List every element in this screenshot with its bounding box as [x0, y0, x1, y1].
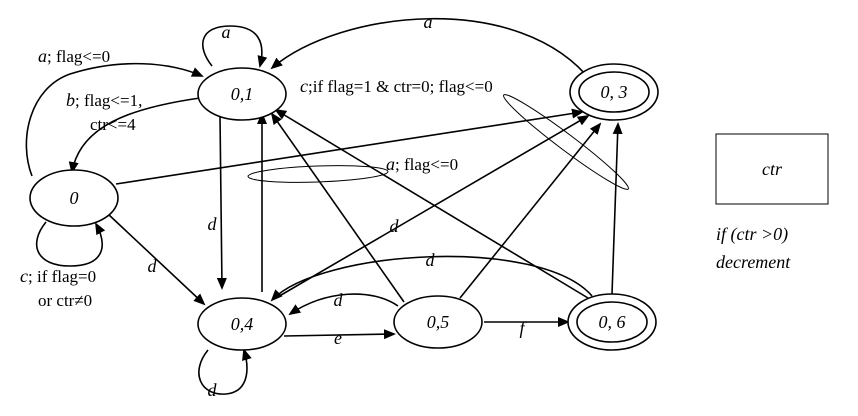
edge-05-to-03 — [459, 122, 602, 299]
state-0[interactable]: 0 — [29, 169, 119, 227]
label-05-to-06: f — [519, 318, 527, 338]
edge-loop-04 — [198, 348, 252, 395]
edge-03-to-01 — [270, 17, 593, 83]
label-loop-0-line2: or ctr≠0 — [38, 291, 92, 310]
state-0-label: 0 — [70, 188, 79, 208]
label-01-to-0-line2: ctr<=4 — [90, 115, 136, 134]
label-06-to-04: d — [426, 250, 436, 270]
edge-04-to-05 — [283, 329, 396, 340]
label-01-to-04: d — [208, 214, 218, 234]
edge-06-to-03 — [611, 122, 623, 295]
label-04-to-03: d — [390, 216, 400, 236]
state-01-label: 0,1 — [231, 84, 254, 104]
counter-rule-line1: if (ctr >0) — [716, 224, 788, 245]
counter-rule-line2: decrement — [716, 252, 791, 272]
state-04[interactable]: 0,4 — [197, 297, 287, 351]
edge-05-to-04 — [288, 293, 399, 316]
state-06-label: 0, 6 — [599, 312, 626, 332]
label-03-to-01: a — [424, 12, 433, 32]
edge-loop-0 — [36, 221, 106, 267]
edge-0-to-03 — [115, 108, 584, 185]
edge-01-to-04 — [216, 115, 227, 290]
state-06[interactable]: 0, 6 — [567, 293, 657, 351]
edge-06-to-04 — [270, 255, 593, 302]
state-04-label: 0,4 — [231, 314, 254, 334]
label-01-to-0: b; flag<=1, — [66, 90, 142, 110]
annotation-ellipse-diagonal — [503, 94, 629, 190]
state-05[interactable]: 0,5 — [393, 295, 483, 349]
label-0-to-04: d — [148, 256, 158, 276]
state-01[interactable]: 0,1 — [197, 67, 287, 121]
label-05-to-04: d — [334, 290, 344, 310]
state-03[interactable]: 0, 3 — [569, 63, 659, 121]
annotation-ellipse-horizontal — [247, 165, 389, 183]
label-c-condition: c;if flag=1 & ctr=0; flag<=0 — [300, 76, 493, 96]
edge-0-to-04 — [107, 213, 206, 306]
label-loop-04: d — [208, 380, 218, 400]
label-loop-0: c; if flag=0 — [20, 266, 96, 286]
counter-box: ctr — [715, 133, 829, 205]
counter-label: ctr — [762, 159, 783, 179]
edge-05-to-01 — [270, 112, 405, 303]
state-03-label: 0, 3 — [601, 82, 628, 102]
label-04-to-05: e — [334, 328, 342, 348]
edge-04-to-03 — [275, 114, 590, 299]
label-loop-01: a — [222, 22, 231, 42]
edge-loop-01 — [202, 25, 268, 68]
edge-01-to-0 — [68, 97, 201, 174]
label-0-to-01: a; flag<=0 — [38, 46, 110, 66]
label-0-to-03: a; flag<=0 — [386, 154, 458, 174]
state-05-label: 0,5 — [427, 312, 450, 332]
edge-0-to-01 — [25, 62, 204, 177]
